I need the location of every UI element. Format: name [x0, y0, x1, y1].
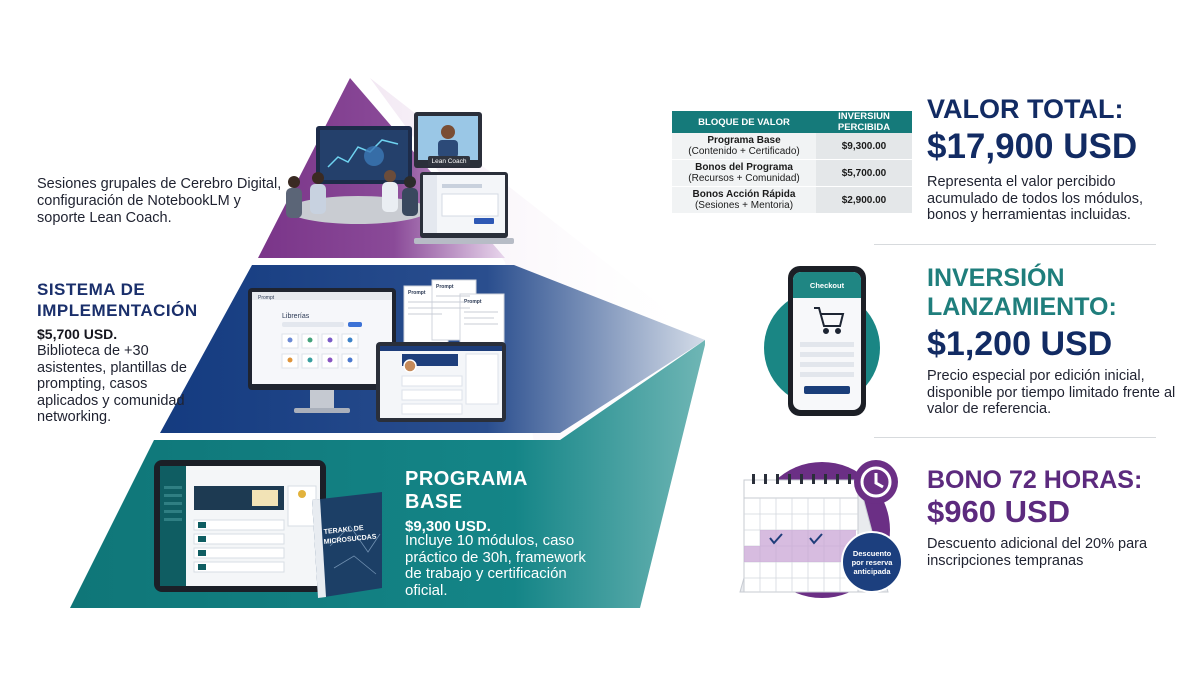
clock-icon	[860, 466, 892, 498]
total-value-price: $17,900 USD	[927, 127, 1138, 166]
base-program-title: PROGRAMA BASE	[405, 468, 528, 514]
badge-line2: por reserva	[852, 558, 894, 567]
value-table-header-investment: INVERSIUN PERCIBIDA	[816, 111, 912, 133]
book-title-line1: TERAKL DE	[323, 525, 364, 536]
bonus-title: BONO 72 HORAS:	[927, 466, 1143, 494]
check-icon	[769, 533, 783, 545]
checkout-phone-illustration: Checkout	[788, 266, 866, 416]
implementation-title-line1: SISTEMA DE	[37, 280, 146, 299]
badge-line1: Descuento	[853, 549, 892, 558]
table-row: Programa Base(Contenido + Certificado) $…	[672, 133, 912, 160]
implementation-price: $5,700 USD.	[37, 326, 118, 342]
check-icon	[809, 533, 823, 545]
value-table-header-block: BLOQUE DE VALOR	[672, 111, 816, 133]
table-row: Bonos Acción Rápida(Sesiones + Mentoria)…	[672, 186, 912, 214]
implementation-description: Biblioteca de +30 asistentes, plantillas…	[37, 343, 187, 425]
launch-investment-description: Precio especial por edición inicial, dis…	[927, 368, 1176, 417]
doc-label-1: Prompt	[408, 290, 426, 296]
divider	[874, 437, 1156, 438]
table-row: Bonos del Programa(Recursos + Comunidad)…	[672, 159, 912, 187]
discount-badge	[841, 531, 903, 593]
base-title-line1: PROGRAMA	[405, 468, 528, 490]
library-devices-illustration: Prompt Librerías Prompt Prompt Prompt	[248, 279, 506, 422]
value-table: BLOQUE DE VALOR INVERSIUN PERCIBIDA Prog…	[672, 111, 912, 214]
library-screen-title: Librerías	[282, 313, 310, 320]
row-name: Bonos del Programa	[695, 162, 793, 173]
row-detail: (Contenido + Certificado)	[688, 146, 800, 157]
launch-investment-price: $1,200 USD	[927, 325, 1113, 363]
row-value: $2,900.00	[816, 186, 912, 214]
implementation-title-line2: IMPLEMENTACIÓN	[37, 301, 198, 320]
divider	[874, 244, 1156, 245]
launch-title-line2: LANZAMIENTO:	[927, 293, 1117, 321]
base-program-description: Incluye 10 módulos, caso práctico de 30h…	[405, 532, 586, 599]
row-detail: (Sesiones + Mentoria)	[694, 200, 794, 211]
doc-label-2: Prompt	[436, 284, 454, 290]
bonus-price: $960 USD	[927, 494, 1071, 529]
value-table-header-row: BLOQUE DE VALOR INVERSIUN PERCIBIDA	[672, 111, 912, 133]
course-tablet-illustration: TERAKL DE MICROSUCDAS	[154, 460, 382, 598]
base-program-price: $9,300 USD.	[405, 518, 491, 535]
video-call-label: Lean Coach	[431, 158, 466, 165]
row-name: Programa Base	[707, 135, 781, 146]
launch-title-line1: INVERSIÓN	[927, 264, 1065, 292]
doc-label-3: Prompt	[464, 299, 482, 305]
row-value: $9,300.00	[816, 133, 912, 160]
total-value-description: Representa el valor percibido acumulado …	[927, 174, 1144, 223]
bonus-description: Descuento adicional del 20% para inscrip…	[927, 536, 1148, 569]
row-value: $5,700.00	[816, 159, 912, 187]
screen-brand-label: Prompt	[258, 295, 275, 301]
row-detail: (Recursos + Comunidad)	[688, 173, 800, 184]
launch-investment-title: INVERSIÓN LANZAMIENTO:	[927, 264, 1117, 322]
badge-line3: anticipada	[853, 567, 891, 576]
cart-icon	[814, 307, 845, 334]
row-name: Bonos Acción Rápida	[692, 189, 796, 200]
top-tier-description: Sesiones grupales de Cerebro Digital, co…	[37, 176, 282, 226]
phone-checkout-header: Checkout	[810, 281, 845, 290]
implementation-title: SISTEMA DE IMPLEMENTACIÓN	[37, 279, 198, 321]
total-value-title: VALOR TOTAL:	[927, 94, 1124, 124]
meeting-room-illustration: Lean Coach	[286, 112, 514, 244]
calendar-illustration: Descuento por reserva anticipada	[739, 460, 903, 593]
base-title-line2: BASE	[405, 491, 463, 513]
